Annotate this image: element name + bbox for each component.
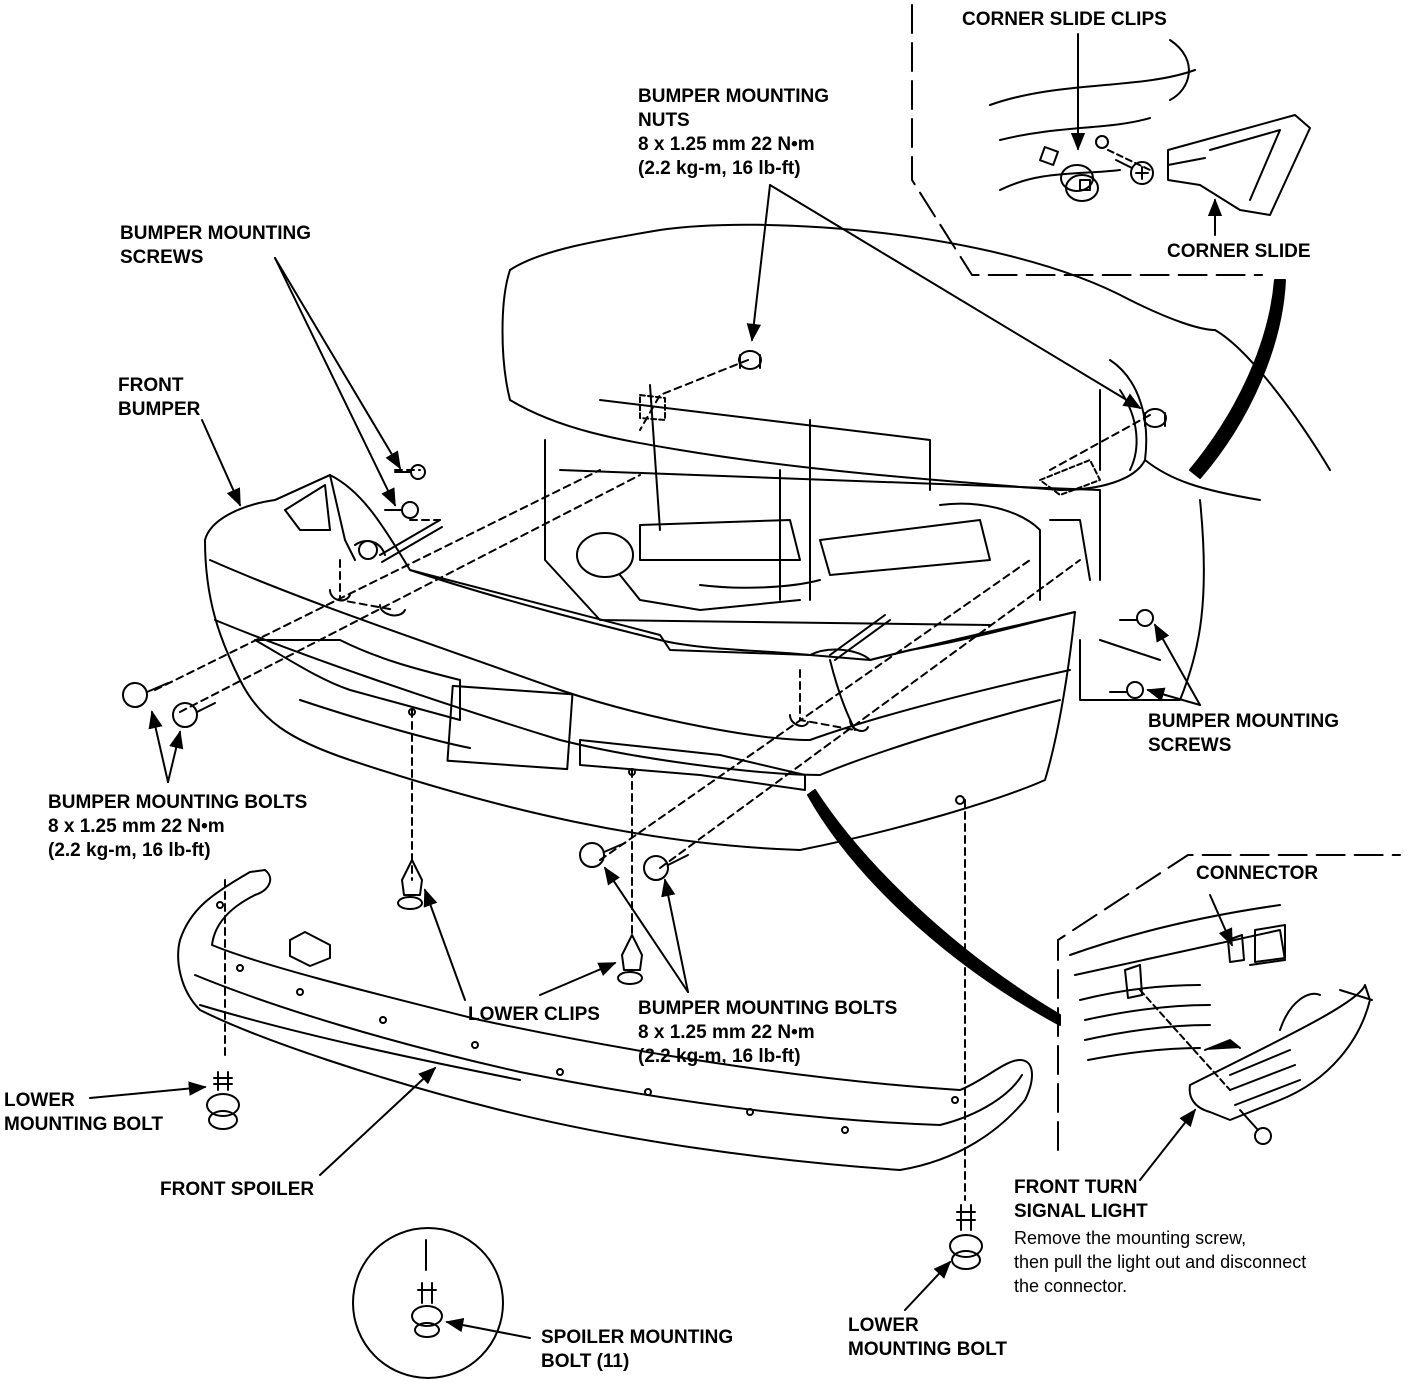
bolt-icon	[172, 702, 216, 728]
label-line: (2.2 kg-m, 16 lb-ft)	[48, 840, 211, 861]
lower-mounting-bolt-right-label: LOWER MOUNTING BOLT	[848, 1314, 1007, 1362]
alignment-lines	[154, 359, 1151, 1201]
label-line: BUMPER MOUNTING BOLTS	[48, 792, 308, 813]
license-plate-mount	[446, 684, 574, 771]
screw-icon	[1119, 609, 1154, 627]
label-line: SCREWS	[120, 247, 204, 268]
label-line: MOUNTING BOLT	[848, 1339, 1008, 1360]
turn-signal-light	[1188, 984, 1373, 1121]
front-turn-signal-light-label: FRONT TURN SIGNAL LIGHT	[1014, 1176, 1148, 1224]
bumper-mounting-screws-left-label: BUMPER MOUNTING SCREWS	[120, 222, 311, 270]
corner-slide-part	[1167, 114, 1311, 216]
lower-bolt-icon	[206, 1071, 240, 1130]
note-line: the connector.	[1014, 1276, 1128, 1296]
inset-body-line	[989, 69, 1196, 106]
leader-lines	[89, 184, 1233, 1339]
label-line: BOLT (11)	[541, 1351, 630, 1372]
front-bumper-label: FRONT BUMPER	[118, 374, 200, 422]
label-line: BUMPER	[118, 399, 201, 420]
label-line: BUMPER MOUNTING	[1148, 711, 1340, 732]
screw-icon	[394, 464, 426, 480]
bolt-icon	[122, 682, 169, 708]
bumper-stud	[379, 519, 443, 563]
lower-mounting-bolt-left-label: LOWER MOUNTING BOLT	[4, 1089, 163, 1137]
bumper-stud	[829, 614, 891, 661]
connector-icon	[1227, 934, 1245, 963]
screw-icon	[1239, 1109, 1272, 1145]
spoiler-mounting-bolt-label: SPOILER MOUNTING BOLT (11)	[541, 1326, 733, 1374]
label-line: LOWER	[4, 1090, 75, 1111]
label-line: SIGNAL LIGHT	[1014, 1201, 1148, 1222]
label-line: NUTS	[638, 110, 690, 131]
front-bumper	[204, 474, 1076, 851]
label-line: FRONT TURN	[1014, 1177, 1138, 1198]
label-line: BUMPER MOUNTING	[638, 86, 830, 107]
label-line: 8 x 1.25 mm 22 N•m	[638, 1022, 815, 1043]
bumper-mounting-bolts-left-label: BUMPER MOUNTING BOLTS 8 x 1.25 mm 22 N•m…	[48, 791, 307, 863]
headlight-reflector	[576, 532, 634, 578]
label-line: (2.2 kg-m, 16 lb-ft)	[638, 1046, 801, 1067]
screw-icon	[384, 501, 419, 519]
lower-clip-icon	[617, 934, 643, 985]
inset-connector-band	[807, 789, 1061, 1026]
label-line: BUMPER MOUNTING BOLTS	[638, 998, 898, 1019]
label-line: FRONT SPOILER	[160, 1179, 315, 1200]
label-line: LOWER	[848, 1315, 919, 1336]
label-line: 8 x 1.25 mm 22 N•m	[48, 816, 225, 837]
turn-signal-inset	[1057, 854, 1401, 1151]
label-line: BUMPER MOUNTING	[120, 223, 312, 244]
nut-icon	[738, 350, 762, 370]
note-line: then pull the light out and disconnect	[1014, 1252, 1307, 1272]
label-line: CONNECTOR	[1196, 863, 1319, 884]
lower-clip-icon	[397, 859, 423, 910]
label-line: 8 x 1.25 mm 22 N•m	[638, 134, 815, 155]
label-line: (2.2 kg-m, 16 lb-ft)	[638, 158, 801, 179]
bolt-icon	[579, 842, 626, 868]
lower-bolt-icon	[949, 1204, 983, 1270]
spoiler-bolt-detail	[352, 1227, 504, 1379]
label-line: FRONT	[118, 375, 184, 396]
corner-slide-screw-icon	[1115, 159, 1154, 185]
nut-icon	[1143, 408, 1167, 428]
label-line: SCREWS	[1148, 735, 1232, 756]
detail-circle	[352, 1227, 504, 1379]
label-line: CORNER SLIDE	[1167, 241, 1311, 262]
clip-socket	[1039, 146, 1059, 166]
corner-slide-inset	[911, 4, 1311, 276]
spoiler-clip	[289, 931, 331, 967]
label-line: MOUNTING BOLT	[4, 1114, 164, 1135]
corner-slide-clip-icon	[1060, 164, 1099, 202]
clip-socket	[1095, 135, 1109, 149]
label-line: SPOILER MOUNTING	[541, 1327, 734, 1348]
corner-slide-clips-label: CORNER SLIDE CLIPS	[962, 8, 1167, 32]
inset-connector-band	[1189, 279, 1286, 479]
label-line: LOWER CLIPS	[468, 1004, 600, 1025]
inset-border	[1057, 854, 1401, 1151]
front-spoiler-label: FRONT SPOILER	[160, 1178, 314, 1202]
front-spoiler	[177, 708, 1033, 1171]
bumper-mounting-nuts-label: BUMPER MOUNTING NUTS 8 x 1.25 mm 22 N•m …	[638, 85, 829, 181]
label-line: CORNER SLIDE CLIPS	[962, 9, 1167, 30]
lower-clips-label: LOWER CLIPS	[468, 1003, 600, 1027]
inset-border	[911, 4, 1263, 276]
bolt-icon	[643, 854, 689, 881]
bumper-mounting-screws-right-label: BUMPER MOUNTING SCREWS	[1148, 710, 1339, 758]
screw-icon	[1109, 681, 1144, 699]
connector-label: CONNECTOR	[1196, 862, 1318, 886]
bumper-mounting-bolts-center-label: BUMPER MOUNTING BOLTS 8 x 1.25 mm 22 N•m…	[638, 997, 897, 1069]
vehicle-body	[501, 223, 1331, 701]
corner-slide-label: CORNER SLIDE	[1167, 240, 1311, 264]
turn-signal-instructions: Remove the mounting screw, then pull the…	[1014, 1226, 1306, 1298]
mount-tab	[1124, 964, 1143, 999]
note-line: Remove the mounting screw,	[1014, 1228, 1247, 1248]
